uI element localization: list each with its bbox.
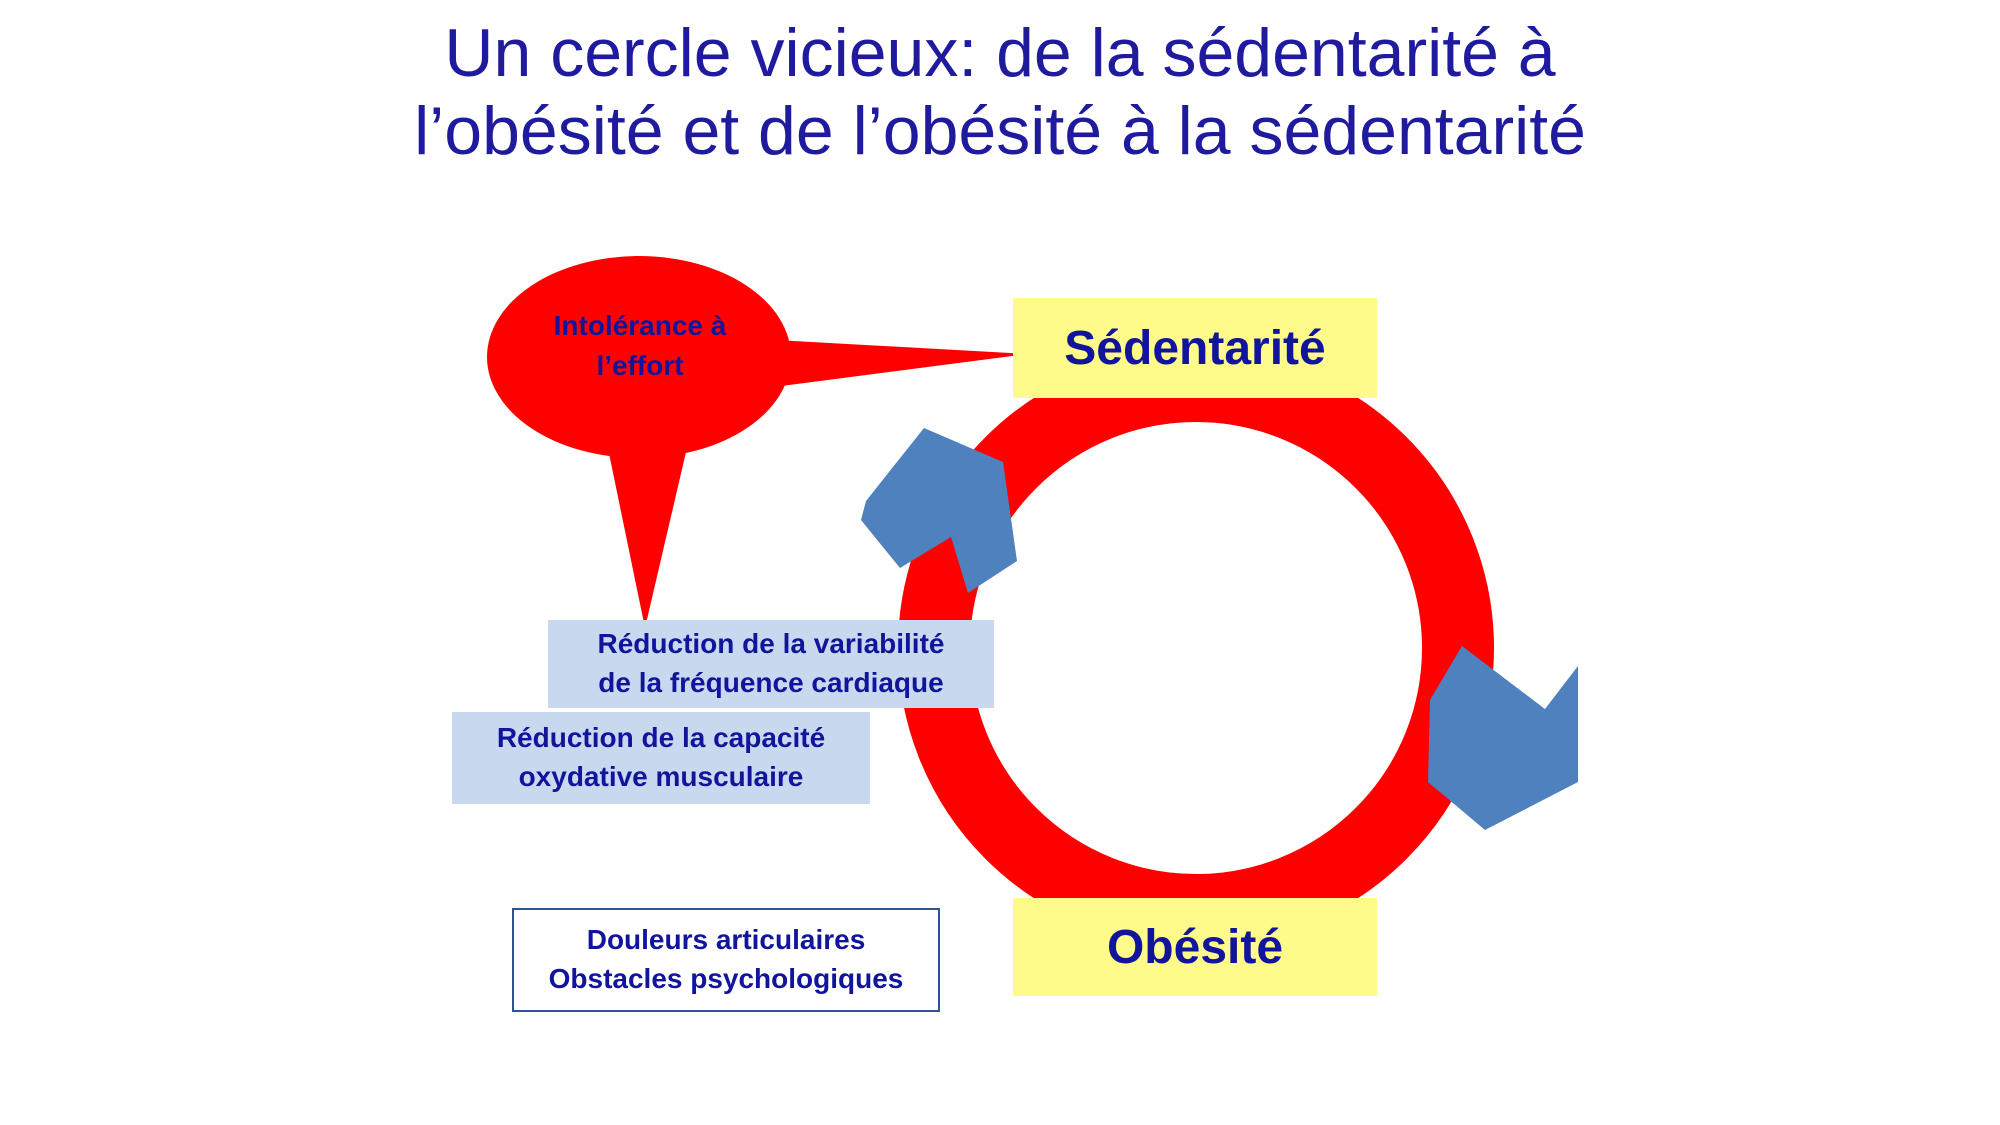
factor-box-barriers-label: Douleurs articulaires Obstacles psycholo…	[548, 924, 904, 994]
factor-box-barriers[interactable]: Douleurs articulaires Obstacles psycholo…	[512, 908, 940, 1012]
callout-pointer	[735, 338, 1028, 392]
factor-box-oxidative-label: Réduction de la capacité oxydative muscu…	[496, 722, 826, 792]
factor-box-hrv-label: Réduction de la variabilité de la fréque…	[597, 628, 945, 698]
cycle-node-sedentarite[interactable]: Sédentarité	[1013, 298, 1377, 398]
cycle-arrow-upper-left-icon	[861, 428, 1017, 593]
cycle-ring-stroke	[898, 350, 1494, 946]
factor-box-hrv[interactable]: Réduction de la variabilité de la fréque…	[548, 620, 994, 708]
cycle-arrow-lower-right-icon	[1428, 646, 1578, 830]
cycle-ring	[898, 350, 1494, 946]
page-title: Un cercle vicieux: de la sédentarité à l…	[414, 15, 1586, 170]
cycle-node-obesite-label: Obésité	[1106, 920, 1284, 974]
cycle-node-obesite[interactable]: Obésité	[1013, 898, 1377, 996]
cycle-node-sedentarite-label: Sédentarité	[1064, 321, 1326, 375]
factor-box-oxidative[interactable]: Réduction de la capacité oxydative muscu…	[452, 712, 870, 804]
callout-bubble	[487, 256, 791, 458]
intolerance-callout-shape	[487, 256, 1028, 628]
